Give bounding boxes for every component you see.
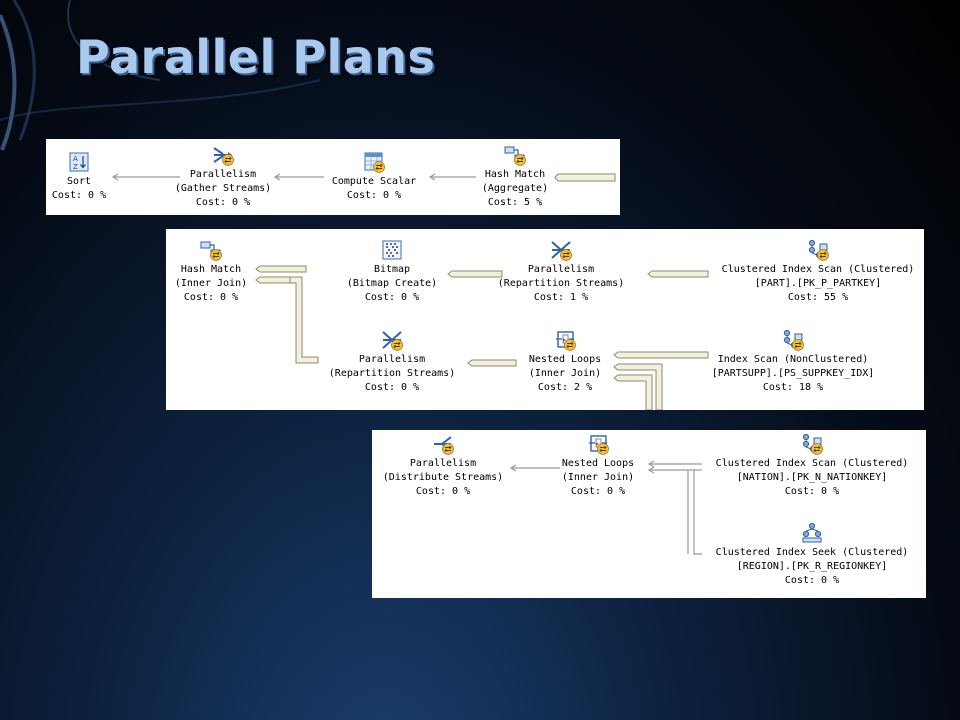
op-name: Parallelism <box>409 458 477 469</box>
op-name: Compute Scalar <box>331 176 417 187</box>
op-detail: (Repartition Streams) <box>497 278 625 289</box>
op-name: Bitmap <box>373 264 411 275</box>
op-cost: Cost: 0 % <box>51 190 107 201</box>
op-detail: (Inner Join) <box>561 472 635 483</box>
op-name: Index Scan (NonClustered) <box>717 354 869 365</box>
op-detail: (Repartition Streams) <box>328 368 456 379</box>
op-sort[interactable]: Sort Cost: 0 % <box>46 151 174 203</box>
parallelism-distribute-icon <box>432 433 454 455</box>
op-name: Clustered Index Scan (Clustered) <box>715 458 909 469</box>
plan-links-top <box>111 173 616 182</box>
op-detail: [PARTSUPP].[PS_SUPPKEY_IDX] <box>711 368 875 379</box>
op-cost: Cost: 1 % <box>533 292 589 303</box>
op-parallelism-repartition-1[interactable]: Parallelism (Repartition Streams) Cost: … <box>466 239 656 305</box>
op-name: Parallelism <box>189 169 257 180</box>
compute-scalar-icon <box>363 151 385 173</box>
op-parallelism-repartition-2[interactable]: Parallelism (Repartition Streams) Cost: … <box>297 329 487 395</box>
op-cost: Cost: 18 % <box>762 382 824 393</box>
op-detail: (Gather Streams) <box>174 183 272 194</box>
op-nested-loops-inner-join-1[interactable]: Nested Loops (Inner Join) Cost: 2 % <box>470 329 660 395</box>
op-name: Hash Match <box>484 169 546 180</box>
op-parallelism-gather[interactable]: Parallelism (Gather Streams) Cost: 0 % <box>128 144 318 210</box>
parallelism-repartition-icon <box>381 329 403 351</box>
op-name: Parallelism <box>358 354 426 365</box>
op-compute-scalar[interactable]: Compute Scalar Cost: 0 % <box>279 151 469 203</box>
op-cost: Cost: 2 % <box>537 382 593 393</box>
op-detail: [REGION].[PK_R_REGIONKEY] <box>736 561 888 572</box>
op-hash-match-aggregate[interactable]: Hash Match (Aggregate) Cost: 5 % <box>420 144 610 210</box>
op-cost: Cost: 0 % <box>784 575 840 586</box>
op-cost: Cost: 0 % <box>364 382 420 393</box>
op-hash-match-inner-join[interactable]: Hash Match (Inner Join) Cost: 0 % <box>166 239 306 305</box>
slide-title: Parallel Plans <box>76 30 436 84</box>
hash-match-icon <box>504 144 526 166</box>
op-cost: Cost: 55 % <box>787 292 849 303</box>
op-detail: (Inner Join) <box>174 278 248 289</box>
op-clustered-index-scan-nation[interactable]: Clustered Index Scan (Clustered) [NATION… <box>712 433 912 499</box>
op-detail: (Bitmap Create) <box>346 278 438 289</box>
op-detail: (Aggregate) <box>481 183 549 194</box>
clustered-index-seek-icon <box>801 522 823 544</box>
op-cost: Cost: 0 % <box>784 486 840 497</box>
op-name: Nested Loops <box>528 354 602 365</box>
bitmap-icon <box>381 239 403 261</box>
hash-match-icon <box>200 239 222 261</box>
op-detail: [NATION].[PK_N_NATIONKEY] <box>736 472 888 483</box>
plan-links-middle <box>255 265 709 410</box>
op-detail: (Distribute Streams) <box>382 472 504 483</box>
op-bitmap-create[interactable]: Bitmap (Bitmap Create) Cost: 0 % <box>297 239 487 305</box>
op-cost: Cost: 0 % <box>195 197 251 208</box>
plan-links-bottom <box>509 460 702 555</box>
index-scan-icon <box>782 329 804 351</box>
plan-panel-middle: Hash Match (Inner Join) Cost: 0 % Bitmap… <box>166 229 924 410</box>
parallelism-gather-icon <box>212 144 234 166</box>
op-cost: Cost: 5 % <box>487 197 543 208</box>
op-cost: Cost: 0 % <box>346 190 402 201</box>
plan-panel-top: Sort Cost: 0 % Parallelism (Gather Strea… <box>46 139 620 215</box>
op-cost: Cost: 0 % <box>415 486 471 497</box>
nested-loops-icon <box>587 433 609 455</box>
nested-loops-icon <box>554 329 576 351</box>
op-cost: Cost: 0 % <box>570 486 626 497</box>
op-cost: Cost: 0 % <box>364 292 420 303</box>
op-clustered-index-seek-region[interactable]: Clustered Index Seek (Clustered) [REGION… <box>712 522 912 588</box>
plan-panel-bottom: Parallelism (Distribute Streams) Cost: 0… <box>372 430 926 598</box>
op-name: Hash Match <box>180 264 242 275</box>
op-name: Nested Loops <box>561 458 635 469</box>
op-detail: [PART].[PK_P_PARTKEY] <box>754 278 882 289</box>
op-index-scan-partsupp[interactable]: Index Scan (NonClustered) [PARTSUPP].[PS… <box>693 329 893 395</box>
op-cost: Cost: 0 % <box>183 292 239 303</box>
clustered-index-scan-icon <box>801 433 823 455</box>
parallelism-repartition-icon <box>550 239 572 261</box>
op-detail: (Inner Join) <box>528 368 602 379</box>
op-nested-loops-inner-join-2[interactable]: Nested Loops (Inner Join) Cost: 0 % <box>503 433 693 499</box>
op-name: Sort <box>66 176 92 187</box>
sort-icon <box>68 151 90 173</box>
op-parallelism-distribute[interactable]: Parallelism (Distribute Streams) Cost: 0… <box>372 433 538 499</box>
op-name: Clustered Index Seek (Clustered) <box>715 547 909 558</box>
clustered-index-scan-icon <box>807 239 829 261</box>
op-name: Parallelism <box>527 264 595 275</box>
op-clustered-index-scan-part[interactable]: Clustered Index Scan (Clustered) [PART].… <box>718 239 918 305</box>
op-name: Clustered Index Scan (Clustered) <box>721 264 915 275</box>
